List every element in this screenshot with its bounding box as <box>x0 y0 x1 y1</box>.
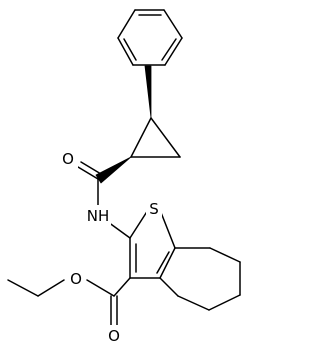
cyclohexene-ring <box>159 247 241 311</box>
thiophene-ring <box>129 209 176 279</box>
atom-label-amide-oxygen: O <box>60 148 78 170</box>
ester-group <box>7 277 131 326</box>
svg-text:O: O <box>70 270 82 288</box>
nh-c2-bond <box>107 221 131 239</box>
atom-label-thiophene-sulfur: S <box>146 198 162 220</box>
stereo-wedge-bond <box>95 156 132 184</box>
svg-text:S: S <box>149 200 159 218</box>
svg-text:NH: NH <box>87 207 110 225</box>
molecule-diagram: O NH S O O <box>7 9 241 347</box>
stereo-wedge-bond <box>144 65 152 119</box>
atom-label-amide-nitrogen: NH <box>85 205 111 227</box>
atom-label-ester-carbonyl-oxygen: O <box>105 325 123 347</box>
svg-text:O: O <box>62 150 74 168</box>
phenyl-ring <box>117 9 183 66</box>
cyclopropane-ring <box>130 117 181 158</box>
atom-label-ester-ether-oxygen: O <box>67 268 85 290</box>
amide-group <box>77 161 102 208</box>
svg-text:O: O <box>108 327 120 345</box>
